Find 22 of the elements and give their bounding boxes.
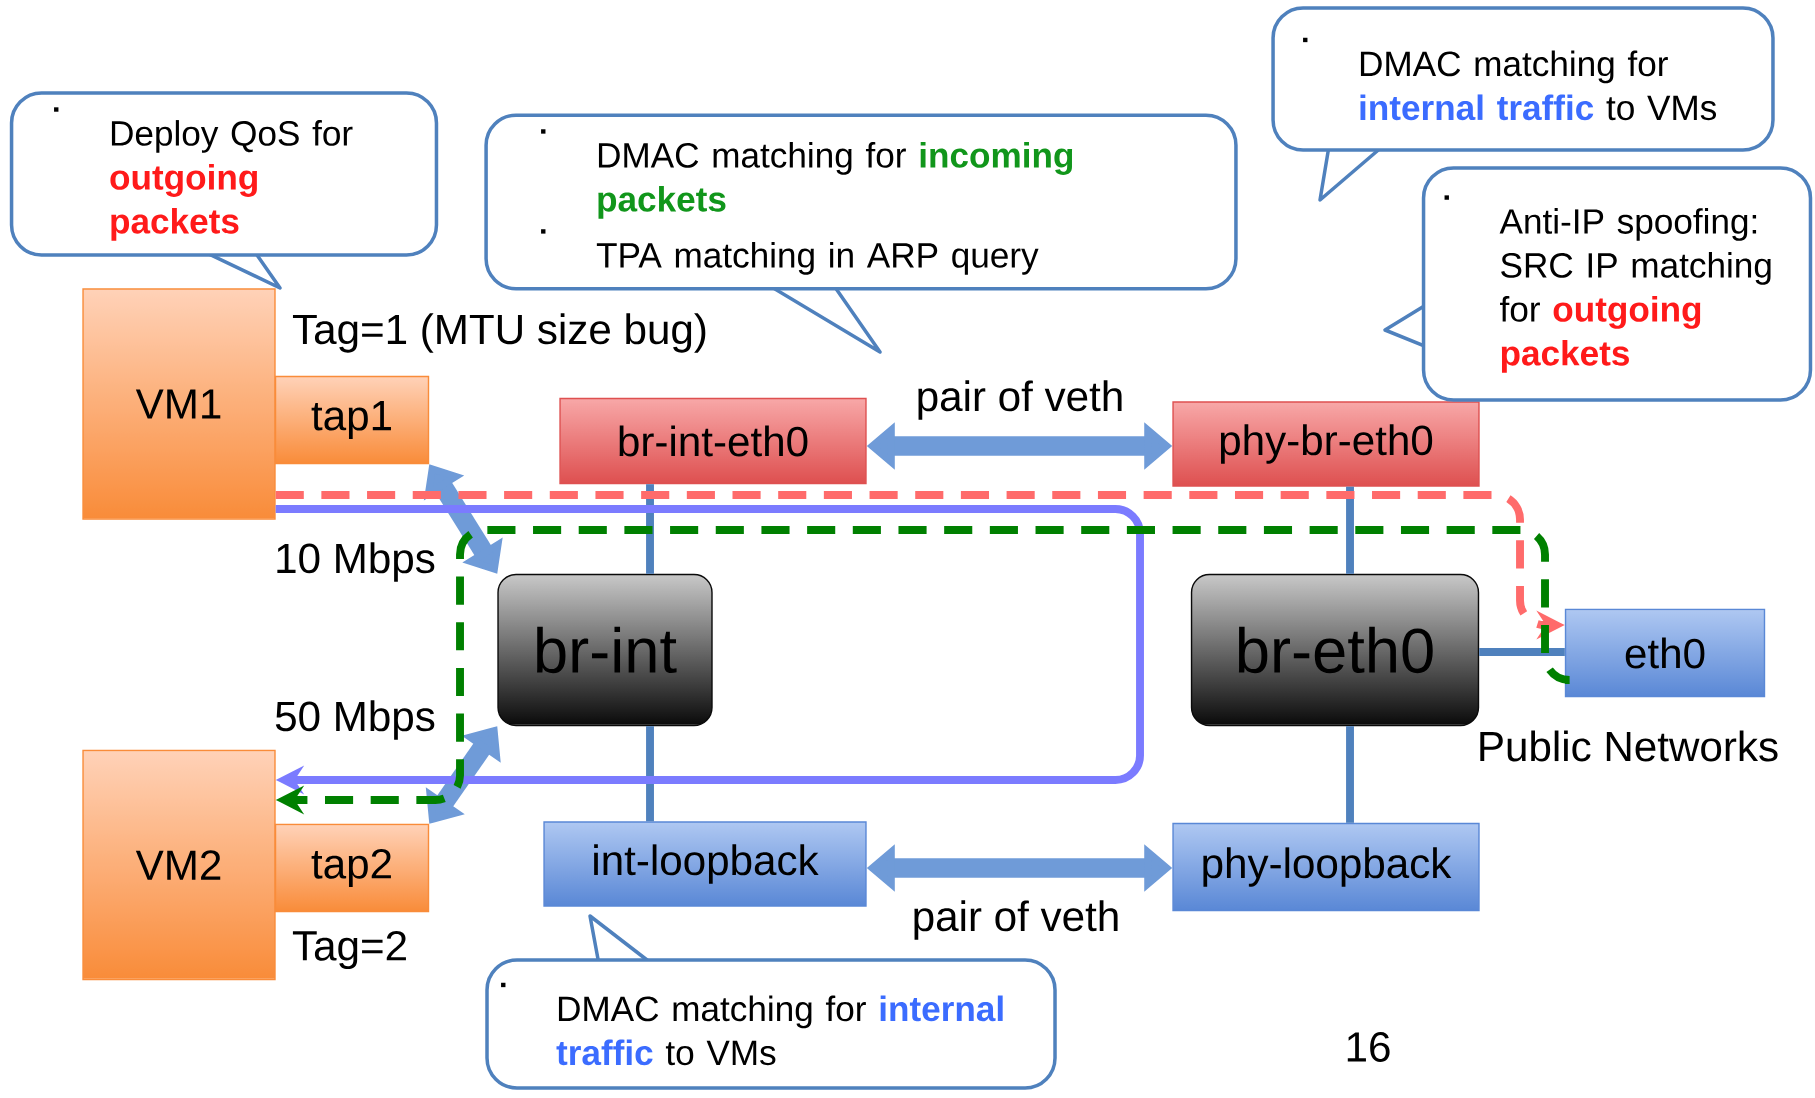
tap-interface-box: tap2 <box>274 823 430 913</box>
bridge-box: br-eth0 <box>1190 573 1480 727</box>
callout-bubble: Deploy QoS for outgoing packets <box>9 91 439 290</box>
bandwidth-label: 10 Mbps <box>277 542 435 582</box>
vm-box: VM1 <box>82 288 276 520</box>
node-label: DMAC matching for internal traffic to VMs <box>1360 50 1717 121</box>
node-label: Anti-IP spoofing: SRC IP matching for outgoing packets <box>1499 208 1771 373</box>
node-label: DMAC matching for internal traffic to VMs <box>556 995 1003 1066</box>
edge-label: pair of veth <box>912 376 1128 424</box>
callout-bubble: Anti-IP spoofing: SRC IP matching for outgoing packets <box>1383 166 1813 402</box>
port-box: phy-loopback <box>1172 822 1480 912</box>
page-number: 16 <box>1347 1032 1390 1062</box>
port-box: int-loopback <box>543 821 867 907</box>
bridge-box: br-int <box>497 573 713 727</box>
port-box: eth0 <box>1564 608 1766 698</box>
vm-box: VM2 <box>82 749 276 981</box>
network-label: Public Networks <box>1480 730 1778 762</box>
tag-label: Tag=2 <box>292 930 406 970</box>
tap-interface-box: tap1 <box>274 375 430 465</box>
bandwidth-label: 50 Mbps <box>275 700 435 740</box>
port-box: phy-br-eth0 <box>1172 401 1480 487</box>
port-box: br-int-eth0 <box>559 397 867 485</box>
